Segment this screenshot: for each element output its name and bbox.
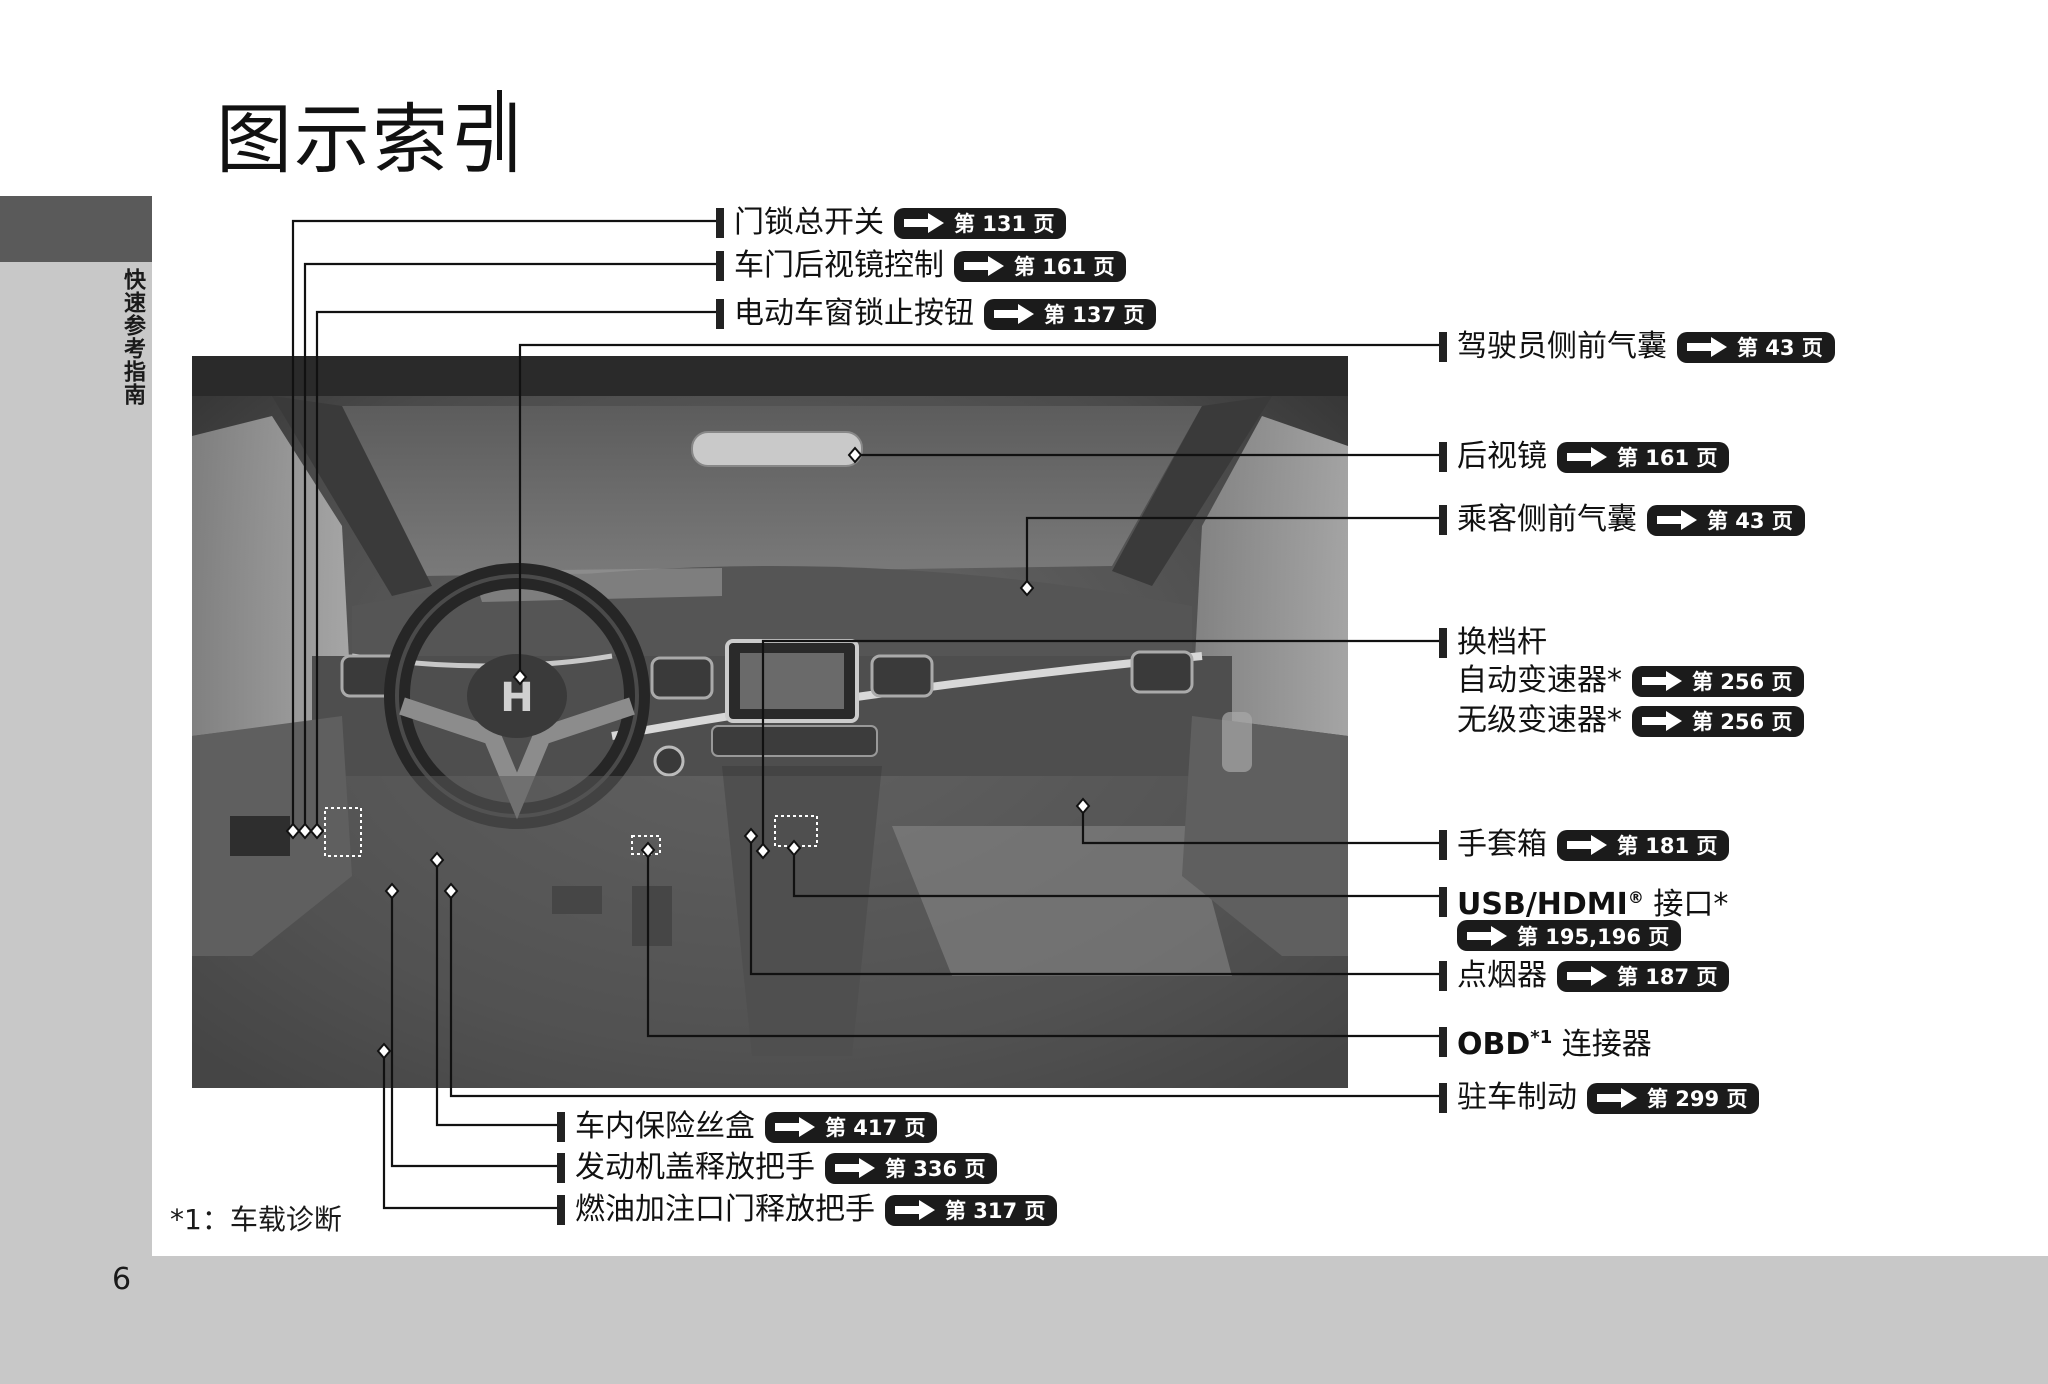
page-ref-link[interactable]: 第 187 页 — [1557, 960, 1730, 992]
arrow-right-icon — [1565, 446, 1609, 468]
callout-driver-airbag: 驾驶员侧前气囊 第 43 页 — [1439, 330, 1835, 364]
callout-label: 驾驶员侧前气囊 — [1457, 329, 1667, 364]
callout-passenger-airbag: 乘客侧前气囊 第 43 页 — [1439, 503, 1805, 537]
callout-label: 电动车窗锁止按钮 — [734, 296, 974, 331]
callout-label: 发动机盖释放把手 — [575, 1150, 815, 1185]
section-tab — [0, 196, 152, 262]
callout-cigarette-lighter: 点烟器 第 187 页 — [1439, 958, 1730, 993]
page-ref-link[interactable]: 第 317 页 — [885, 1194, 1058, 1226]
page-ref-link[interactable]: 第 417 页 — [765, 1111, 938, 1143]
section-side-label: 快速参考指南 — [120, 268, 145, 406]
callout-obd-connector: OBD*1 连接器 — [1439, 1021, 1652, 1062]
page-ref-link[interactable]: 第 256 页 — [1632, 705, 1805, 737]
callout-label: 车门后视镜控制 — [734, 248, 944, 283]
callout-automatic-transmission: 自动变速器* 第 256 页 — [1439, 663, 1805, 698]
arrow-right-icon — [902, 212, 946, 234]
callout-label: 乘客侧前气囊 — [1457, 502, 1637, 537]
arrow-right-icon — [1595, 1087, 1639, 1109]
arrow-right-icon — [1640, 710, 1684, 732]
callout-label: 车内保险丝盒 — [575, 1109, 755, 1144]
arrow-right-icon — [1640, 670, 1684, 692]
page-ref-link[interactable]: 第 336 页 — [825, 1152, 998, 1184]
arrow-right-icon — [962, 255, 1006, 277]
page-ref-link[interactable]: 第 195,196 页 — [1457, 920, 1682, 951]
left-margin-band — [0, 196, 152, 1384]
bottom-margin-band — [0, 1256, 2048, 1384]
callout-door-lock-master: 门锁总开关 第 131 页 — [716, 205, 1067, 240]
callout-label: 换档杆 — [1457, 625, 1547, 660]
callout-label: 门锁总开关 — [734, 205, 884, 240]
callout-usb-hdmi-ref: 第 195,196 页 — [1439, 920, 1682, 951]
callout-label: 无级变速器* — [1457, 703, 1622, 738]
callout-door-mirror-control: 车门后视镜控制 第 161 页 — [716, 248, 1127, 283]
arrow-right-icon — [893, 1199, 937, 1221]
page-ref-link[interactable]: 第 43 页 — [1647, 504, 1805, 536]
callout-window-lock: 电动车窗锁止按钮 第 137 页 — [716, 296, 1157, 331]
page-ref-link[interactable]: 第 137 页 — [984, 298, 1157, 330]
footnote: *1：车载诊断 — [170, 1203, 342, 1236]
callout-hood-release: 发动机盖释放把手 第 336 页 — [557, 1150, 998, 1185]
callout-interior-fuse-box: 车内保险丝盒 第 417 页 — [557, 1109, 938, 1144]
page-ref-link[interactable]: 第 43 页 — [1677, 331, 1835, 363]
arrow-right-icon — [1465, 925, 1509, 947]
page-ref-link[interactable]: 第 161 页 — [954, 250, 1127, 282]
arrow-right-icon — [1655, 509, 1699, 531]
callout-label: 手套箱 — [1457, 827, 1547, 862]
callout-label: 后视镜 — [1457, 439, 1547, 474]
dashboard-illustration: H — [192, 356, 1348, 1088]
page-title: 图示索引 — [216, 95, 528, 184]
callout-label: USB/HDMI® 接口* — [1457, 887, 1729, 922]
page-ref-link[interactable]: 第 161 页 — [1557, 441, 1730, 473]
callout-shift-lever: 换档杆 — [1439, 626, 1547, 660]
arrow-right-icon — [992, 303, 1036, 325]
callout-label: 驻车制动 — [1457, 1080, 1577, 1115]
callout-parking-brake: 驻车制动 第 299 页 — [1439, 1080, 1760, 1115]
page-ref-link[interactable]: 第 299 页 — [1587, 1082, 1760, 1114]
callout-label: 点烟器 — [1457, 958, 1547, 993]
page-ref-link[interactable]: 第 256 页 — [1632, 665, 1805, 697]
arrow-right-icon — [1565, 834, 1609, 856]
callout-usb-hdmi: USB/HDMI® 接口* — [1439, 881, 1728, 922]
callout-label: 燃油加注口门释放把手 — [575, 1192, 875, 1227]
callout-glove-box: 手套箱 第 181 页 — [1439, 827, 1730, 862]
svg-text:H: H — [500, 675, 533, 721]
callout-fuel-door-release: 燃油加注口门释放把手 第 317 页 — [557, 1192, 1058, 1227]
title-rule — [497, 90, 502, 160]
callout-label: OBD*1 连接器 — [1457, 1027, 1652, 1062]
arrow-right-icon — [1685, 336, 1729, 358]
callout-rearview-mirror: 后视镜 第 161 页 — [1439, 439, 1730, 474]
page-ref-link[interactable]: 第 181 页 — [1557, 829, 1730, 861]
arrow-right-icon — [1565, 965, 1609, 987]
arrow-right-icon — [773, 1116, 817, 1138]
callout-cvt: 无级变速器* 第 256 页 — [1439, 703, 1805, 738]
page-number: 6 — [112, 1262, 132, 1297]
callout-label: 自动变速器* — [1457, 663, 1622, 698]
page-ref-link[interactable]: 第 131 页 — [894, 207, 1067, 239]
arrow-right-icon — [833, 1157, 877, 1179]
